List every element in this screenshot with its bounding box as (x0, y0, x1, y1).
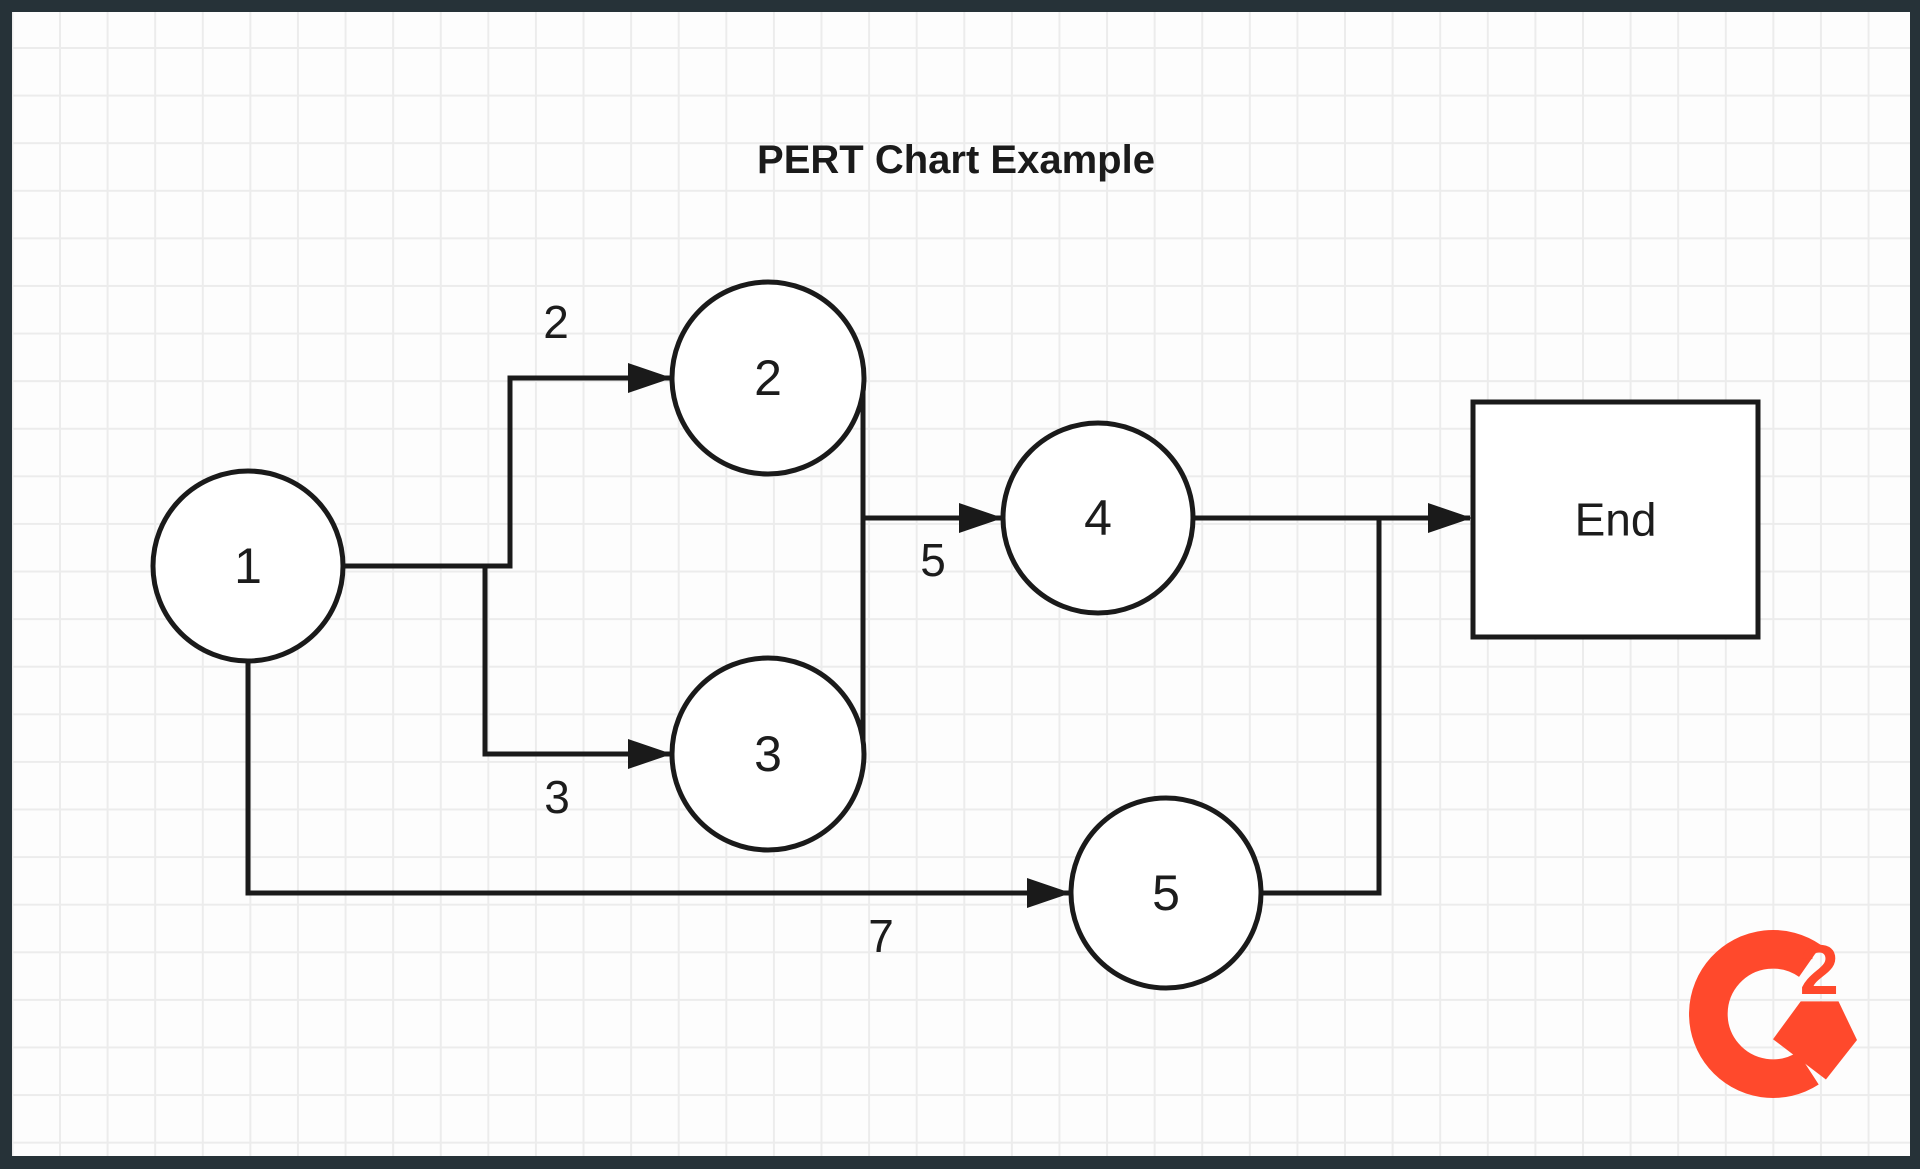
node-3-label: 3 (754, 726, 782, 782)
g2-logo-ring (1689, 929, 1822, 1098)
edge-1-2 (343, 363, 672, 569)
node-1-label: 1 (234, 538, 262, 594)
edge-label-3: 3 (544, 771, 570, 823)
node-end (1470, 399, 1761, 640)
node-2-label: 2 (754, 350, 782, 406)
g2-logo: 2 (1689, 929, 1857, 1098)
node-5-label: 5 (1152, 865, 1180, 921)
node-1 (150, 468, 346, 664)
edge-label-2: 2 (543, 296, 569, 348)
edge-5-junction (1261, 518, 1382, 896)
edge-1-5 (245, 661, 1071, 908)
node-layer: 1 2 3 4 5 End (150, 279, 1761, 991)
diagram-title: PERT Chart Example (757, 138, 1155, 182)
g2-logo-arrow (1773, 1001, 1857, 1080)
edge-label-5: 5 (920, 534, 946, 586)
node-2 (669, 279, 867, 477)
node-3 (669, 655, 867, 853)
node-end-label: End (1575, 494, 1657, 546)
node-5 (1068, 795, 1264, 991)
label-layer: 2 3 5 7 (543, 296, 946, 962)
edge-label-7: 7 (868, 910, 894, 962)
node-4 (1000, 420, 1196, 616)
g2-logo-superscript: 2 (1800, 930, 1839, 1009)
node-4-label: 4 (1084, 490, 1112, 546)
connector-layer (245, 363, 1472, 908)
edge-1-3 (343, 563, 672, 769)
